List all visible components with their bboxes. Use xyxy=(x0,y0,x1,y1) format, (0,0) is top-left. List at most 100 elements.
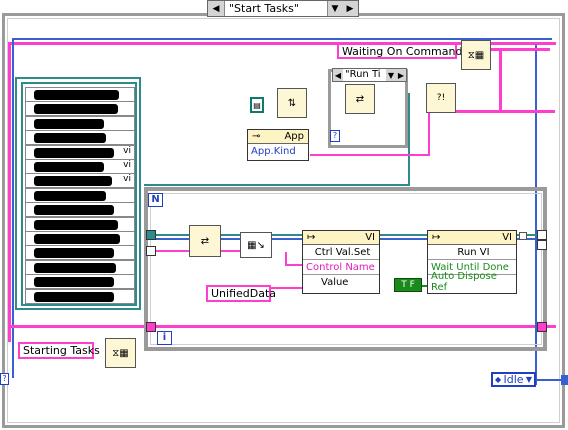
select-node[interactable]: ?! xyxy=(426,83,456,113)
tunnel-string-out xyxy=(537,322,547,332)
app-kind-label: App.Kind xyxy=(251,145,296,157)
wire-app-kind-v xyxy=(428,110,430,156)
open-vi-ref-node[interactable]: ▦↘ xyxy=(240,232,272,258)
ctrl-node-header: ↦ VI xyxy=(303,231,379,245)
case-next-icon[interactable]: ▶ xyxy=(346,3,354,14)
case-selector[interactable]: ◀ "Start Tasks" ▼ ▶ xyxy=(207,0,359,17)
run-auto-dispose-row[interactable]: Auto Dispose Ref xyxy=(428,271,516,293)
path-icon: ⇄ xyxy=(355,93,365,105)
redacted-text xyxy=(34,234,120,244)
run-wait-label: Wait Until Done xyxy=(431,261,509,273)
vi-array-item[interactable] xyxy=(25,130,135,146)
loop-count-terminal[interactable]: N xyxy=(148,193,163,207)
redacted-text xyxy=(34,248,114,259)
vi-array-item[interactable] xyxy=(25,202,135,218)
wire-ctrl-name xyxy=(285,264,305,266)
chevron-down-icon[interactable]: ▼ xyxy=(525,375,532,384)
file-icon: ▤ xyxy=(253,100,261,110)
vi-array-item[interactable]: vi xyxy=(25,159,135,174)
run-wait-row[interactable]: Wait Until Done xyxy=(428,260,516,275)
vi-array-item[interactable] xyxy=(25,187,135,203)
vi-array-item[interactable]: vi xyxy=(25,144,135,160)
idle-enum-label: Idle xyxy=(503,373,524,386)
case-prev-icon[interactable]: ◀ xyxy=(212,3,220,14)
tunnel-err-out xyxy=(537,240,547,250)
ctrl-control-name-label: Control Name xyxy=(306,261,375,273)
redacted-text xyxy=(34,133,106,144)
vi-array-item-text: vi xyxy=(123,174,131,185)
app-node-header: ⊸ App xyxy=(248,130,308,144)
run-vi-node[interactable]: ↦ VI Run VI Wait Until Done Auto Dispose… xyxy=(427,230,517,294)
wire-invoke xyxy=(430,110,555,113)
unified-data-text: UnifiedData xyxy=(211,287,277,300)
redacted-text xyxy=(34,118,104,129)
ctrl-node-title-row: Ctrl Val.Set xyxy=(303,245,379,260)
wire-waiting-down xyxy=(499,50,502,110)
path-icon: ⇄ xyxy=(200,235,210,247)
build-path-subvi[interactable]: ⇄ xyxy=(345,84,375,114)
vi-array-item[interactable] xyxy=(25,87,135,102)
chevron-down-icon[interactable]: ▼ xyxy=(331,3,339,14)
redacted-text xyxy=(34,219,118,230)
ctrl-val-set-node[interactable]: ↦ VI Ctrl Val.Set Control Name Value xyxy=(302,230,380,294)
ctrl-control-name-row[interactable]: Control Name xyxy=(303,260,379,275)
vi-ref-icon: ↦ xyxy=(307,232,316,243)
vi-array-item[interactable] xyxy=(25,245,135,261)
path-constant[interactable]: ▤ xyxy=(250,97,264,113)
app-kind-indicator: ? xyxy=(330,130,340,142)
vi-array-item[interactable] xyxy=(25,216,135,232)
app-kind-row[interactable]: App.Kind xyxy=(248,144,308,158)
case-selector-terminal: ? xyxy=(0,373,9,385)
wire-enum-right xyxy=(535,45,537,385)
run-node-header: ↦ VI xyxy=(428,231,516,245)
vi-array-item[interactable] xyxy=(25,115,135,131)
inner-case-selector[interactable]: ◀ "Run Ti ▼ ▶ xyxy=(332,68,407,82)
vi-array-item[interactable] xyxy=(25,231,135,246)
case-next-icon[interactable]: ▶ xyxy=(397,70,405,80)
tunnel-ref-out xyxy=(537,230,547,240)
waiting-on-commands-string: Waiting On Commands xyxy=(337,43,468,59)
vi-array-item[interactable] xyxy=(25,101,135,117)
run-node-title: Run VI xyxy=(457,246,490,258)
strip-path-icon: ⇅ xyxy=(287,97,297,109)
vi-array-item[interactable] xyxy=(25,288,135,304)
queue-icon: ⧖▦ xyxy=(467,49,485,61)
starting-tasks-string: Starting Tasks xyxy=(18,342,100,359)
for-loop xyxy=(144,187,547,351)
case-prev-icon[interactable]: ◀ xyxy=(334,70,342,80)
redacted-text xyxy=(34,205,114,216)
inner-case-label[interactable]: "Run Ti xyxy=(343,69,386,81)
redacted-text xyxy=(34,147,114,158)
tunnel-string-in xyxy=(146,322,156,332)
true-constant[interactable]: T F xyxy=(394,278,422,292)
vi-array-item-text: vi xyxy=(123,160,131,170)
wire-ref-h xyxy=(144,184,410,186)
unified-data-string[interactable]: UnifiedData xyxy=(206,285,276,302)
case-selector-label[interactable]: "Start Tasks" xyxy=(224,1,328,16)
ctrl-node-title: Ctrl Val.Set xyxy=(314,246,371,258)
enum-icon: ◆ xyxy=(495,375,502,384)
run-node-title-row: Run VI xyxy=(428,245,516,260)
enqueue-subvi[interactable]: ⧖▦ xyxy=(461,40,491,70)
open-vi-icon: ▦↘ xyxy=(247,239,265,251)
chevron-down-icon[interactable]: ▼ xyxy=(387,70,395,80)
idle-enum-constant[interactable]: ◆ Idle ▼ xyxy=(491,372,536,387)
run-node-error-out xyxy=(519,232,527,240)
vi-array-item-text: vi xyxy=(123,145,131,156)
build-path-loop-subvi[interactable]: ⇄ xyxy=(189,225,221,257)
app-property-node[interactable]: ⊸ App App.Kind xyxy=(247,129,309,161)
vi-array-item[interactable]: vi xyxy=(25,173,135,189)
ctrl-value-label: Value xyxy=(321,276,349,288)
loop-iteration-terminal[interactable]: i xyxy=(157,331,172,345)
enqueue-starting-subvi[interactable]: ⧖▦ xyxy=(105,338,136,368)
ctrl-value-row[interactable]: Value xyxy=(303,275,379,289)
vi-array-item[interactable] xyxy=(25,274,135,290)
vi-array-item[interactable] xyxy=(25,259,135,275)
wire-bool xyxy=(421,285,429,287)
redacted-text xyxy=(34,162,104,172)
queue-icon: ⧖▦ xyxy=(112,347,129,359)
run-node-type: VI xyxy=(502,232,512,243)
strip-path-subvi[interactable]: ⇅ xyxy=(277,88,307,118)
tunnel-array-in xyxy=(146,246,156,256)
app-ref-icon: ⊸ xyxy=(252,131,261,142)
